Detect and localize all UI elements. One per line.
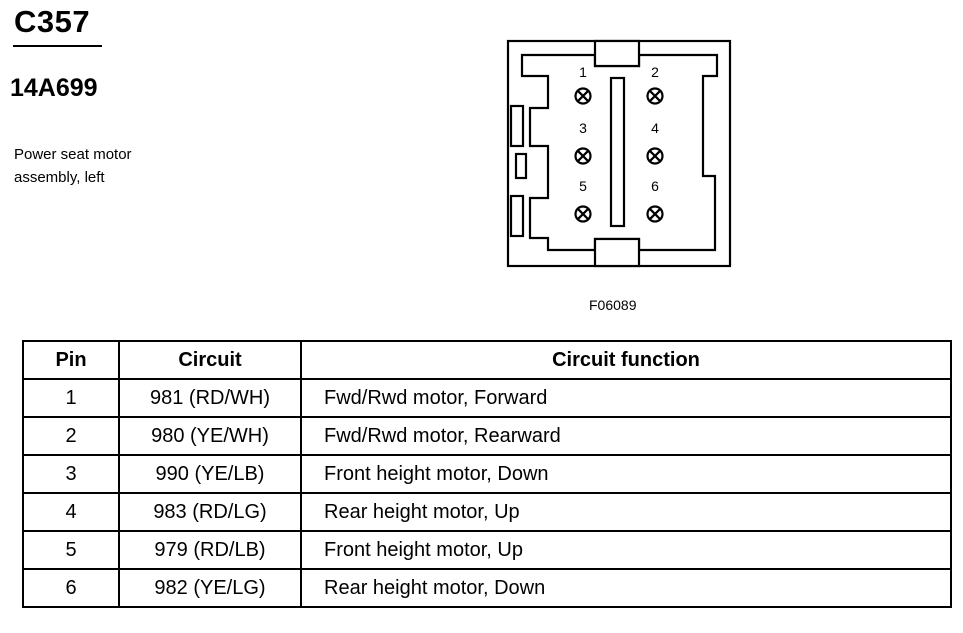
table-header-row: Pin Circuit Circuit function — [22, 340, 952, 380]
circuit-cell: 990 (YE/LB) — [118, 454, 302, 494]
table-row: 6 982 (YE/LG) Rear height motor, Down — [22, 568, 952, 608]
figure-code: F06089 — [589, 297, 637, 313]
pin-cell: 6 — [22, 568, 120, 608]
pin-terminal-4 — [646, 147, 664, 165]
connector-id: C357 — [14, 4, 91, 39]
function-cell: Fwd/Rwd motor, Forward — [300, 378, 952, 418]
description-line-2: assembly, left — [14, 169, 105, 186]
pin-cell: 3 — [22, 454, 120, 494]
circuit-cell: 979 (RD/LB) — [118, 530, 302, 570]
connector-description: Power seat motor assembly, left — [14, 143, 204, 189]
top-latch — [593, 39, 641, 68]
table-row: 3 990 (YE/LB) Front height motor, Down — [22, 454, 952, 494]
header-circuit-function: Circuit function — [300, 340, 952, 380]
circuit-cell: 981 (RD/WH) — [118, 378, 302, 418]
connector-cavity-outline — [520, 53, 719, 252]
pin-terminal-2 — [646, 87, 664, 105]
center-key — [609, 76, 626, 228]
side-tab-upper — [509, 104, 525, 148]
function-cell: Fwd/Rwd motor, Rearward — [300, 416, 952, 456]
table-row: 2 980 (YE/WH) Fwd/Rwd motor, Rearward — [22, 416, 952, 456]
pin-label-2: 2 — [651, 64, 659, 80]
pin-terminal-6 — [646, 205, 664, 223]
function-cell: Rear height motor, Down — [300, 568, 952, 608]
pinout-table: Pin Circuit Circuit function 1 981 (RD/W… — [22, 340, 952, 608]
part-number: 14A699 — [10, 74, 98, 102]
table-row: 4 983 (RD/LG) Rear height motor, Up — [22, 492, 952, 532]
side-tab-lower — [509, 194, 525, 238]
connector-housing-outer — [506, 39, 732, 268]
side-tab-middle — [514, 152, 528, 180]
circuit-cell: 983 (RD/LG) — [118, 492, 302, 532]
pin-terminal-3 — [574, 147, 592, 165]
function-cell: Rear height motor, Up — [300, 492, 952, 532]
pin-cell: 4 — [22, 492, 120, 532]
circuit-cell: 980 (YE/WH) — [118, 416, 302, 456]
table-row: 5 979 (RD/LB) Front height motor, Up — [22, 530, 952, 570]
header-circuit: Circuit — [118, 340, 302, 380]
pin-cell: 2 — [22, 416, 120, 456]
description-line-1: Power seat motor — [14, 146, 132, 163]
pin-terminal-5 — [574, 205, 592, 223]
pin-label-3: 3 — [579, 120, 587, 136]
pin-cell: 5 — [22, 530, 120, 570]
function-cell: Front height motor, Up — [300, 530, 952, 570]
pin-label-4: 4 — [651, 120, 659, 136]
pin-terminal-1 — [574, 87, 592, 105]
header-pin: Pin — [22, 340, 120, 380]
connector-face-diagram: 1 2 3 4 5 6 — [506, 39, 732, 268]
pin-label-6: 6 — [651, 178, 659, 194]
pin-label-1: 1 — [579, 64, 587, 80]
function-cell: Front height motor, Down — [300, 454, 952, 494]
pin-cell: 1 — [22, 378, 120, 418]
table-row: 1 981 (RD/WH) Fwd/Rwd motor, Forward — [22, 378, 952, 418]
circuit-cell: 982 (YE/LG) — [118, 568, 302, 608]
connector-id-underline — [13, 45, 102, 47]
pin-label-5: 5 — [579, 178, 587, 194]
bottom-latch — [593, 237, 641, 268]
